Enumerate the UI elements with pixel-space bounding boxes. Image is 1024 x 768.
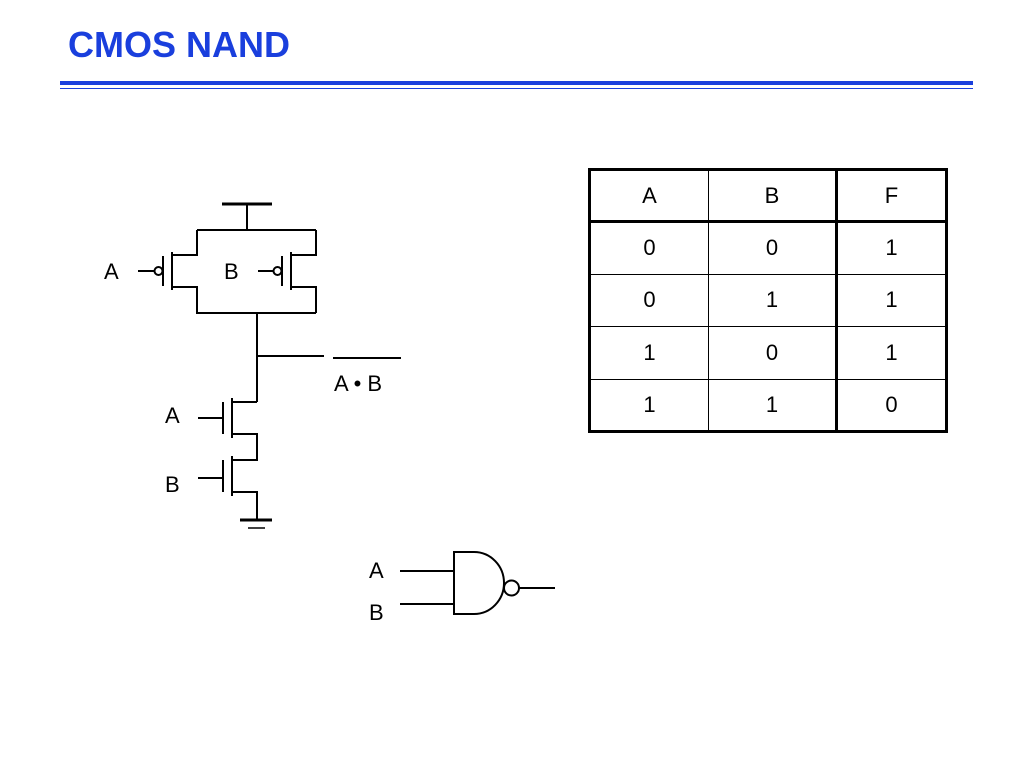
cell-b: 0 <box>708 221 838 275</box>
table-row: 1 1 0 <box>589 378 947 432</box>
truth-table: A B F 0 0 1 0 1 1 1 0 1 1 1 0 <box>588 168 948 433</box>
gate-input-a-label: A <box>369 558 384 583</box>
output-expression: A • B <box>334 371 382 396</box>
cell-f: 1 <box>836 221 947 275</box>
cell-a: 1 <box>589 326 709 380</box>
table-row: 1 0 1 <box>589 326 947 380</box>
table-row: 0 0 1 <box>589 221 947 275</box>
cell-b: 1 <box>708 273 838 327</box>
cell-a: 0 <box>589 273 709 327</box>
header-f: F <box>836 169 947 223</box>
title-underline-thick <box>60 81 973 85</box>
gate-input-b-label: B <box>369 600 384 625</box>
cell-f: 1 <box>836 273 947 327</box>
cell-b: 0 <box>708 326 838 380</box>
pmos-network-wires <box>171 229 317 314</box>
pmos-a <box>138 252 173 290</box>
nand-gate-body <box>453 551 505 615</box>
nmos-b <box>198 456 233 496</box>
truth-table-header-row: A B F <box>589 169 947 223</box>
nmos-network-wires <box>231 401 258 520</box>
cmos-schematic <box>138 202 401 529</box>
cell-a: 0 <box>589 221 709 275</box>
cell-f: 0 <box>836 378 947 432</box>
nmos-b-label: B <box>165 472 180 497</box>
nand-inversion-bubble <box>503 579 520 597</box>
cell-f: 1 <box>836 326 947 380</box>
pmos-a-label: A <box>104 259 119 284</box>
table-row: 0 1 1 <box>589 273 947 327</box>
pmos-b <box>258 252 292 290</box>
nmos-a-label: A <box>165 403 180 428</box>
pmos-b-label: B <box>224 259 239 284</box>
slide-title: CMOS NAND <box>68 24 290 65</box>
cell-b: 1 <box>708 378 838 432</box>
title-underline-thin <box>60 88 973 89</box>
nmos-a <box>198 398 233 438</box>
header-b: B <box>708 169 838 223</box>
cell-a: 1 <box>589 378 709 432</box>
header-a: A <box>589 169 709 223</box>
nand-gate-symbol <box>400 551 555 615</box>
